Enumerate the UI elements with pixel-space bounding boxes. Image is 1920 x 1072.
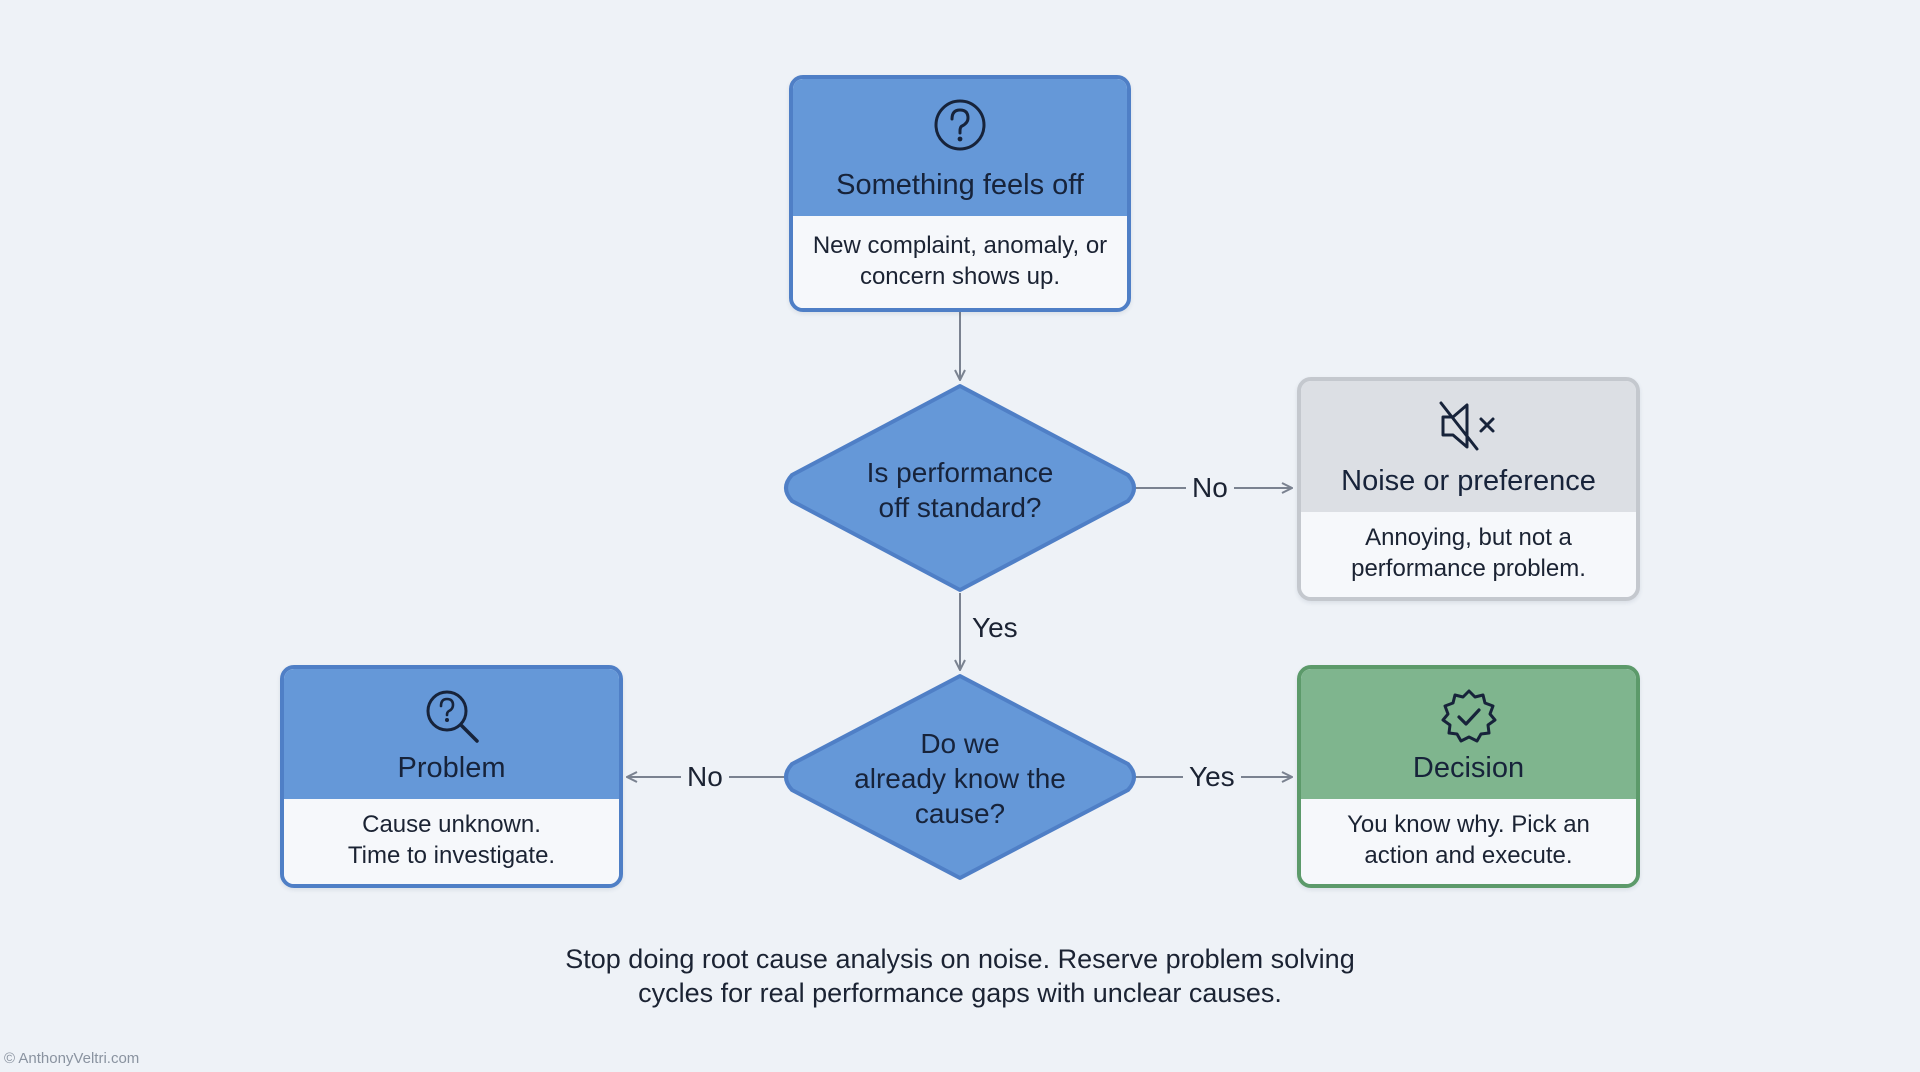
node-decision: Decision You know why. Pick an action an… [1297, 665, 1640, 888]
node-title: Something feels off [836, 169, 1084, 201]
magnifier-question-icon [423, 687, 481, 750]
node-title: Decision [1412, 752, 1525, 784]
node-header: Something feels off [793, 79, 1127, 216]
node-header: Noise or preference [1301, 381, 1636, 512]
node-description: New complaint, anomaly, or concern shows… [793, 216, 1127, 308]
diamond-know-cause-label: Do we already know the cause? [854, 728, 1066, 829]
question-circle-icon [932, 97, 988, 158]
caption: Stop doing root cause analysis on noise.… [565, 944, 1355, 1008]
node-problem: Problem Cause unknown. Time to investiga… [280, 665, 623, 888]
edge-label-cause-yes: Yes [1183, 761, 1241, 793]
node-title: Problem [397, 752, 506, 784]
edge-label-standard-yes: Yes [966, 612, 1024, 644]
diamond-performance-standard [784, 384, 1136, 592]
speaker-muted-icon [1437, 399, 1501, 458]
node-noise-or-preference: Noise or preference Annoying, but not a … [1297, 377, 1640, 601]
diamond-performance-standard-label: Is performance off standard? [866, 457, 1054, 523]
node-description: Annoying, but not a performance problem. [1301, 512, 1636, 597]
node-description: You know why. Pick an action and execute… [1301, 799, 1636, 884]
node-something-feels-off: Something feels off New complaint, anoma… [789, 75, 1131, 312]
node-header: Problem [284, 669, 619, 799]
copyright-credit: © AnthonyVeltri.com [4, 1050, 140, 1067]
badge-check-icon [1439, 687, 1499, 752]
node-description: Cause unknown. Time to investigate. [284, 799, 619, 884]
node-header: Decision [1301, 669, 1636, 799]
edge-label-standard-no: No [1186, 472, 1234, 504]
node-title: Noise or preference [1341, 465, 1596, 497]
diamond-know-cause [784, 674, 1136, 880]
edge-label-cause-no: No [681, 761, 729, 793]
